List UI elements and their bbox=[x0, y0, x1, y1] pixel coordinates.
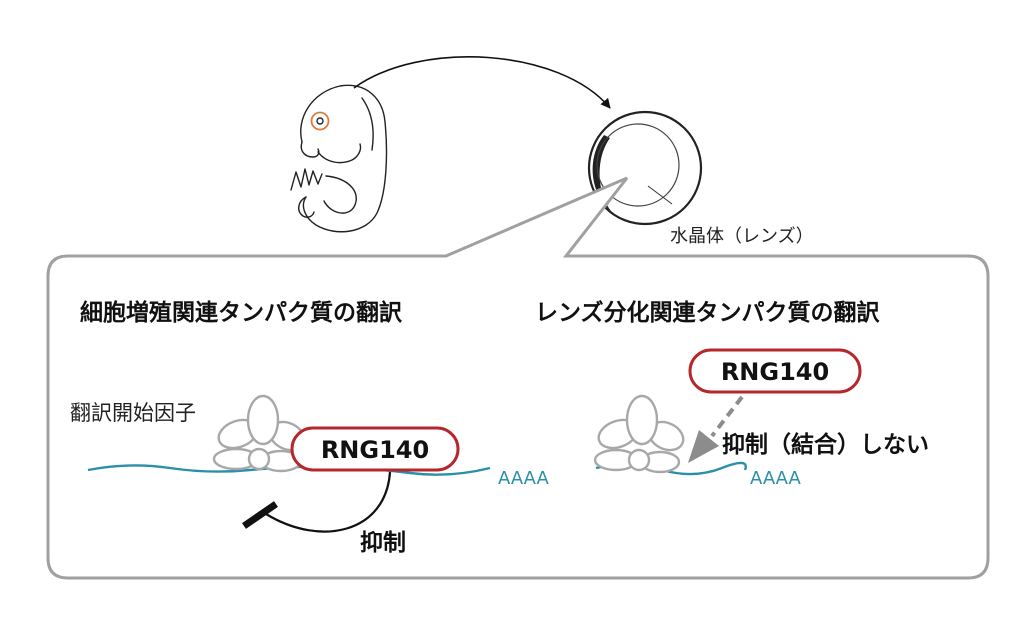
lens-inner-circle bbox=[596, 123, 680, 207]
right-ribosome-icon bbox=[593, 394, 685, 474]
left-polya-label: AAAA bbox=[498, 468, 549, 489]
embryo-tail bbox=[298, 196, 315, 218]
right-effect-label: 抑制（結合）しない bbox=[722, 431, 929, 458]
embryo-face bbox=[300, 141, 320, 158]
eye-icon bbox=[310, 111, 330, 131]
lens-label: 水晶体（レンズ） bbox=[670, 226, 814, 247]
embryo-arm bbox=[317, 143, 362, 164]
no-binding-dashed-line bbox=[710, 395, 744, 438]
left-effect-label: 抑制 bbox=[360, 530, 406, 556]
embryo-back-line bbox=[361, 97, 374, 151]
left-ribosome-icon bbox=[212, 394, 306, 473]
embryo-illustration bbox=[290, 84, 388, 233]
lens-outer-ring bbox=[587, 110, 703, 226]
no-binding-arrowhead bbox=[688, 430, 719, 463]
embryo-leg bbox=[323, 175, 357, 214]
callout-panel bbox=[46, 176, 990, 580]
left-rng140-pill bbox=[290, 426, 460, 472]
right-polya-label: AAAA bbox=[750, 468, 801, 489]
curved-arrow bbox=[353, 56, 611, 109]
embryo-outline bbox=[300, 84, 388, 233]
lens-label-pointer bbox=[647, 185, 673, 205]
right-rng140-pill bbox=[688, 348, 862, 394]
left-panel-heading: 細胞増殖関連タンパク質の翻訳 bbox=[80, 299, 403, 326]
right-rng140-label: RNG140 bbox=[721, 358, 829, 386]
left-rng140-label: RNG140 bbox=[321, 436, 429, 464]
inhibition-bar bbox=[242, 501, 278, 529]
inhibition-curve bbox=[265, 471, 392, 533]
translation-initiation-factor-label: 翻訳開始因子 bbox=[70, 401, 196, 425]
right-panel-heading: レンズ分化関連タンパク質の翻訳 bbox=[535, 299, 881, 326]
embryo-hand bbox=[290, 168, 323, 191]
eye-pupil bbox=[316, 117, 324, 125]
